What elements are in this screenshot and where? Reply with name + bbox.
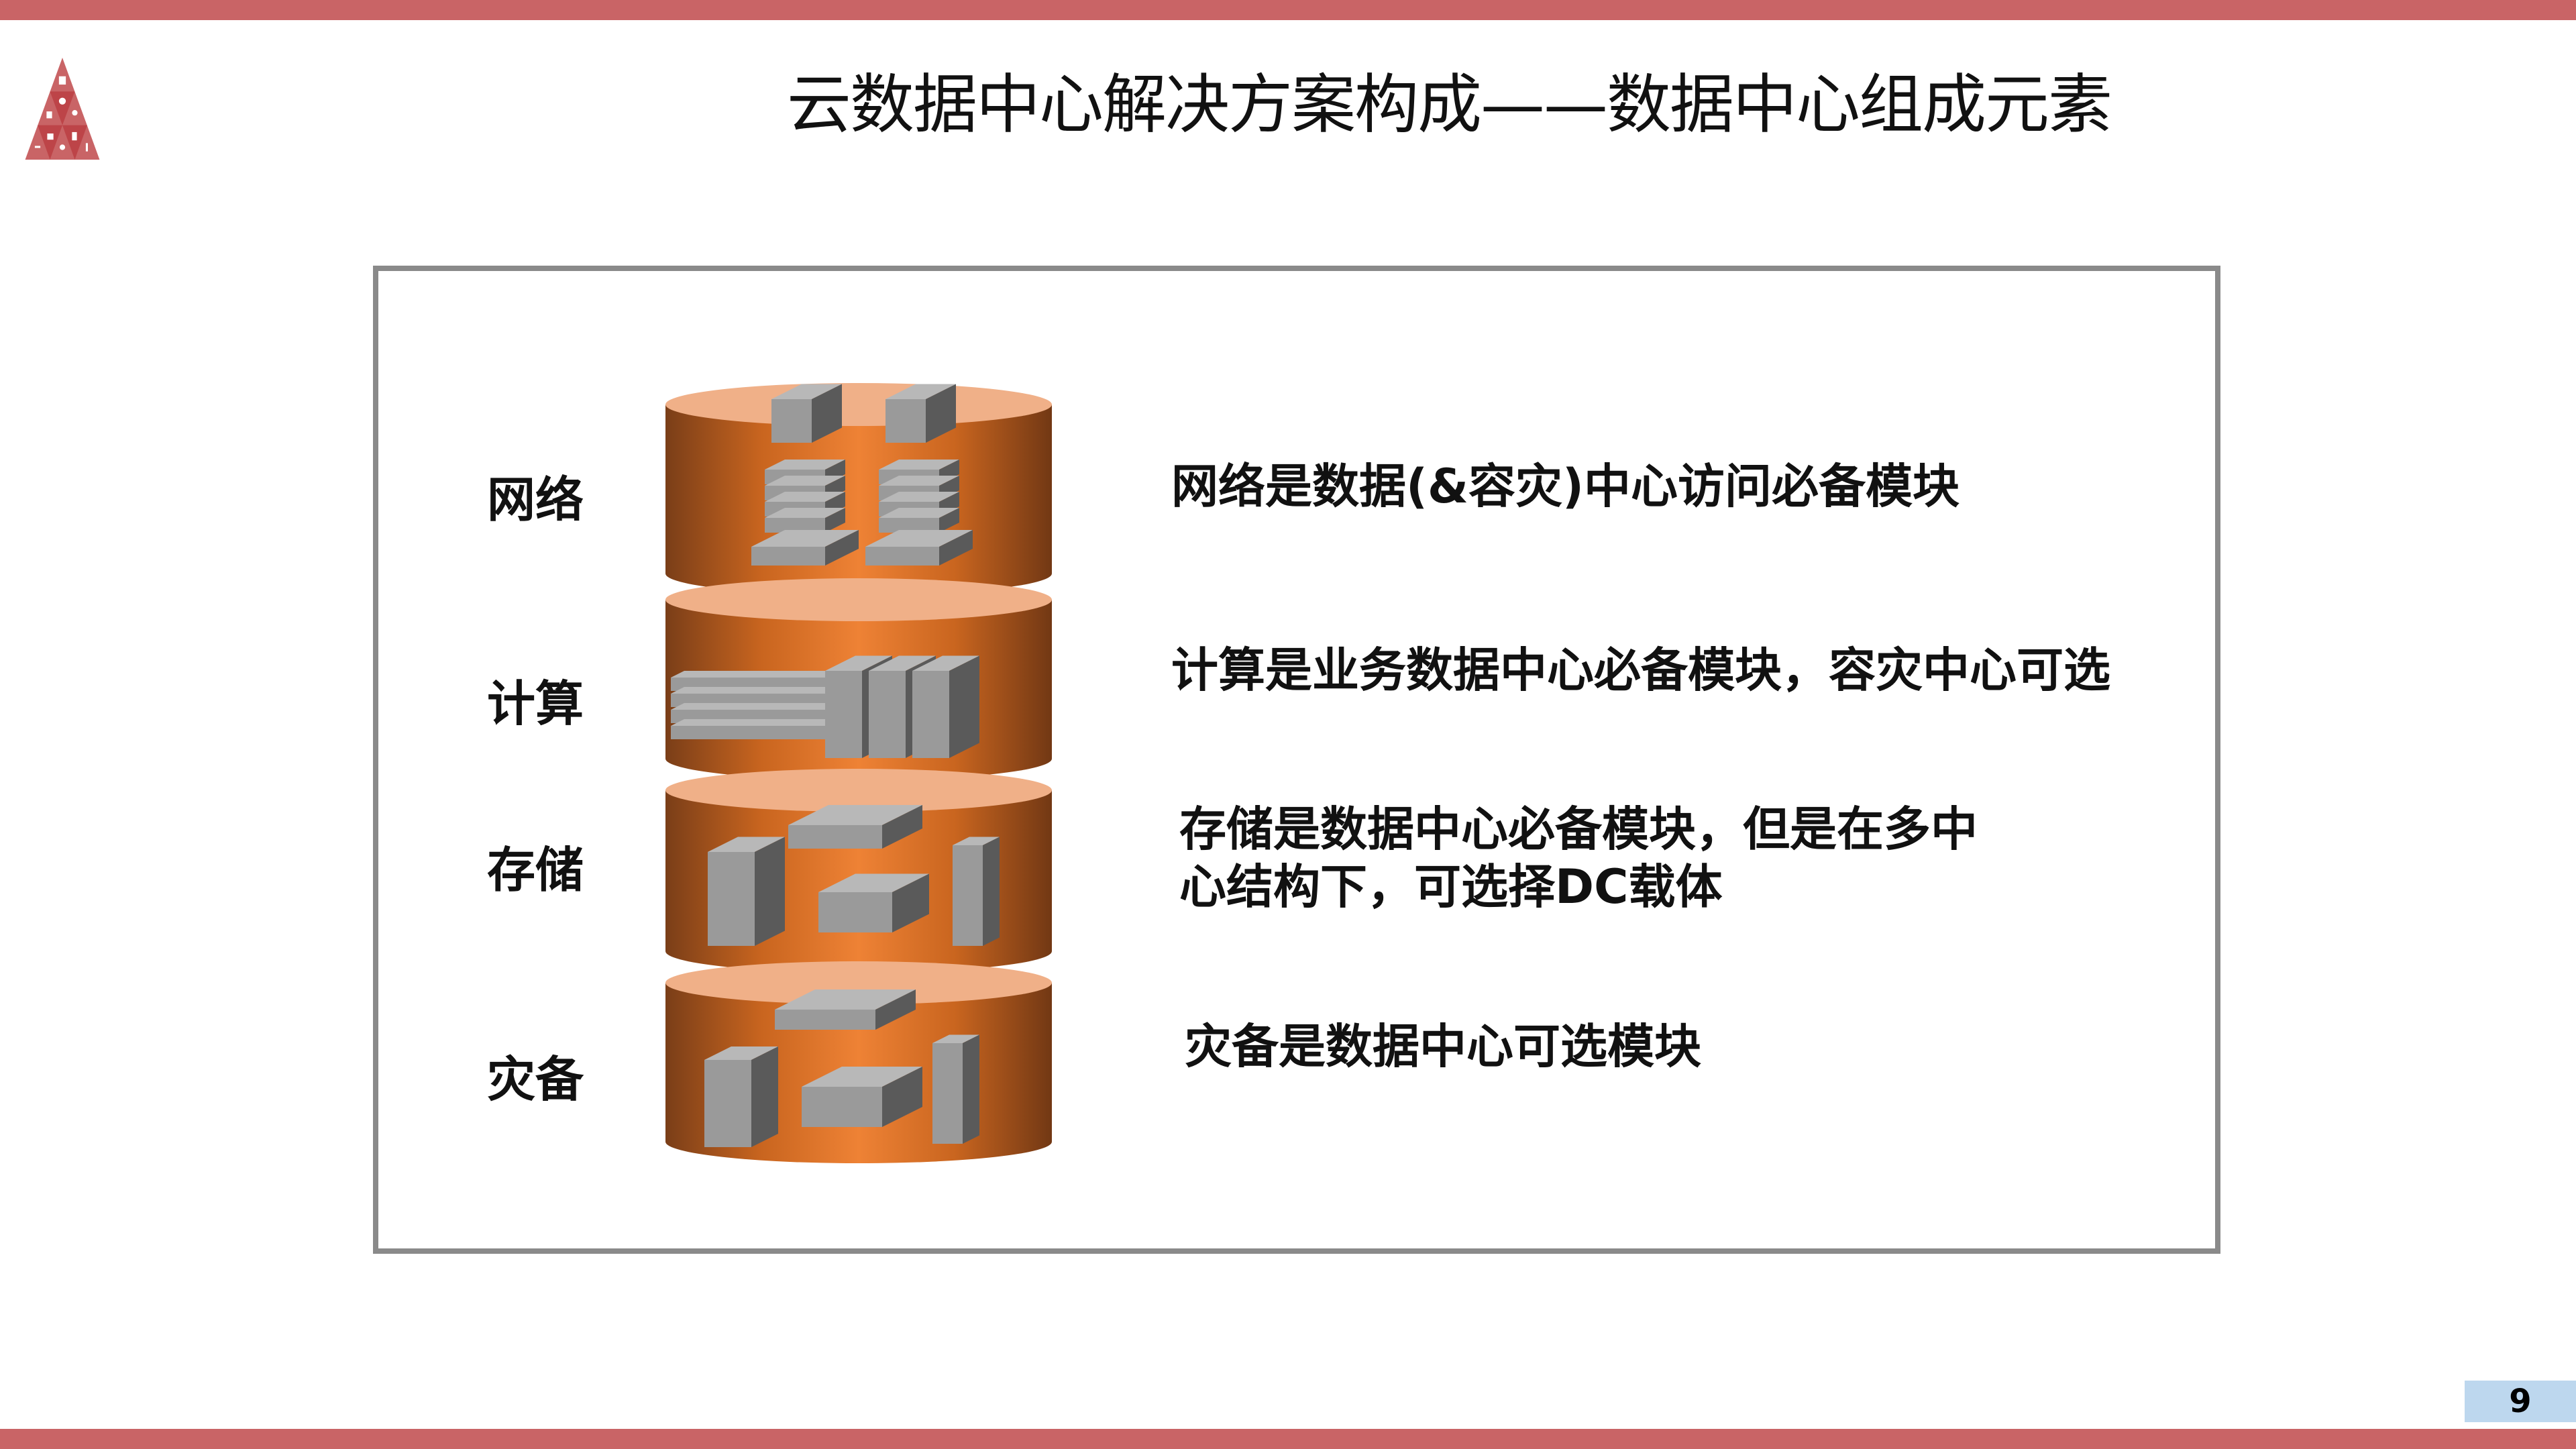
switch-icon — [751, 530, 859, 566]
core-switch-icon — [771, 384, 842, 443]
cylinder-network — [665, 383, 1052, 595]
layer-label-compute: 计算 — [487, 676, 584, 732]
top-accent-bar — [0, 0, 2576, 20]
disk-array-icon — [802, 1067, 922, 1127]
page-number: 9 — [2465, 1381, 2576, 1422]
layer-description-compute: 计算是业务数据中心必备模块，容灾中心可选 — [1171, 641, 2110, 699]
layer-label-backup: 灾备 — [487, 1051, 584, 1108]
layer-description-backup: 灾备是数据中心可选模块 — [1185, 1018, 1701, 1075]
storage-rack-icon — [953, 837, 1000, 946]
description-line: 计算是业务数据中心必备模块，容灾中心可选 — [1171, 643, 2110, 698]
rack-server-icon — [671, 719, 839, 739]
disk-array-icon — [818, 873, 929, 932]
tower-server-icon — [912, 655, 979, 758]
storage-rack-icon — [932, 1034, 979, 1144]
description-line: 存储是数据中心必备模块，但是在多中 — [1179, 802, 1978, 857]
secblade-switch-icon — [765, 508, 845, 533]
layer-label-storage: 存储 — [487, 842, 584, 898]
description-line: 灾备是数据中心可选模块 — [1185, 1019, 1701, 1074]
secblade-switch-icon — [879, 508, 959, 533]
page-title: 云数据中心解决方案构成——数据中心组成元素 — [787, 67, 2112, 142]
description-line: 网络是数据(&容灾)中心访问必备模块 — [1171, 459, 1960, 514]
layer-description-network: 网络是数据(&容灾)中心访问必备模块 — [1171, 458, 1960, 515]
core-switch-icon — [885, 384, 956, 443]
logo-triangle-icon — [25, 58, 100, 160]
bottom-accent-bar — [0, 1429, 2576, 1449]
content-frame — [373, 266, 2220, 1254]
disk-array-icon — [788, 805, 922, 849]
description-line: 心结构下，可选择DC载体 — [1179, 859, 1723, 914]
layer-description-storage: 存储是数据中心必备模块，但是在多中心结构下，可选择DC载体 — [1179, 800, 1978, 916]
backup-server-icon — [704, 1046, 778, 1147]
switch-icon — [865, 530, 973, 566]
layer-label-network: 网络 — [487, 472, 584, 528]
disk-array-icon — [775, 989, 916, 1030]
fc-storage-icon — [708, 837, 785, 946]
